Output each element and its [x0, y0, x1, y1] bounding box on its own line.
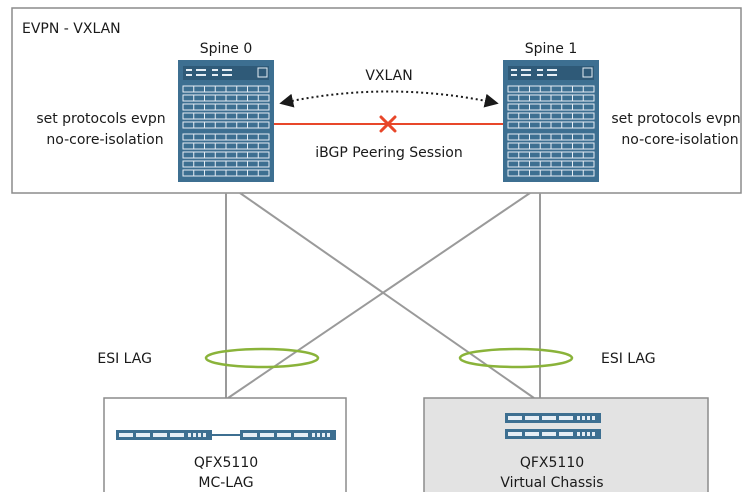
failure-x-icon — [379, 115, 397, 133]
mclag-switch-left — [116, 430, 212, 440]
spine-0-config-line1: set protocols evpn — [36, 111, 165, 127]
spine-1-device: Spine 1 — [503, 41, 599, 182]
mclag-switch-right — [240, 430, 336, 440]
leaf-1-model: QFX5110 — [520, 455, 584, 471]
spine-1-label: Spine 1 — [525, 41, 578, 57]
spine-1-config-line2: no-core-isolation — [621, 132, 738, 148]
esi-lag-ring-right — [458, 347, 574, 369]
spine-1-config-line1: set protocols evpn — [611, 111, 740, 127]
leaf-0-mode: MC-LAG — [198, 475, 253, 491]
spine-0-device: Spine 0 — [178, 41, 274, 182]
vc-switch-top — [505, 413, 601, 423]
link-spine0-leaf1 — [239, 192, 535, 399]
link-spine1-leaf0 — [227, 192, 531, 399]
esi-lag-label-right: ESI LAG — [601, 351, 656, 367]
leaf-1-mode: Virtual Chassis — [500, 475, 603, 491]
region-label: EVPN - VXLAN — [22, 21, 121, 37]
leaf-0-model: QFX5110 — [194, 455, 258, 471]
spine-0-label: Spine 0 — [200, 41, 253, 57]
esi-lag-ring-left — [204, 347, 320, 369]
leaf-box-mclag — [103, 397, 347, 492]
esi-lag-label-left: ESI LAG — [97, 351, 152, 367]
spine-0-config-line2: no-core-isolation — [46, 132, 163, 148]
ibgp-peering-label: iBGP Peering Session — [315, 145, 462, 161]
evpn-vxlan-region — [11, 7, 742, 194]
vc-switch-bottom — [505, 429, 601, 439]
vxlan-overlay-arrow — [279, 90, 499, 108]
vxlan-label: VXLAN — [365, 68, 412, 84]
